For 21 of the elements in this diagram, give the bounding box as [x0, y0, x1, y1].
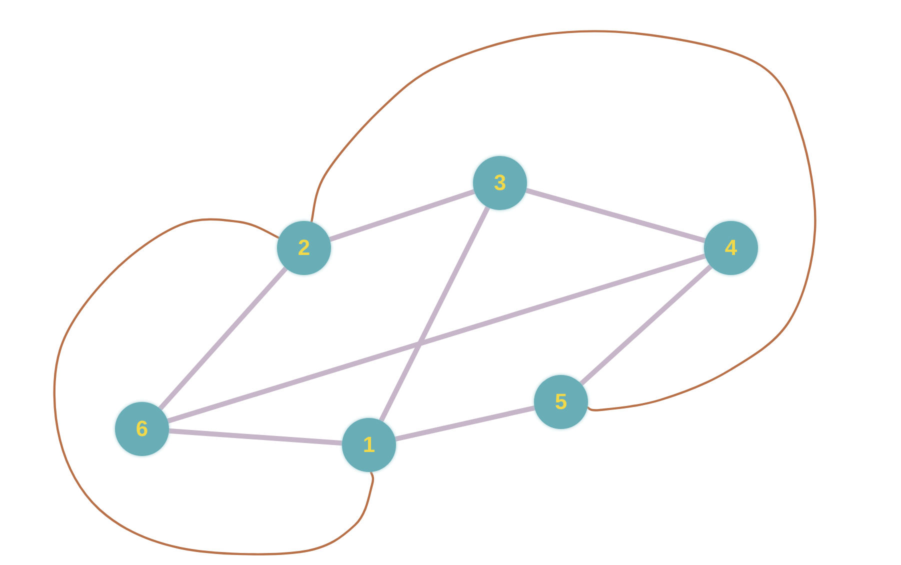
vertex-number: 4	[724, 237, 738, 259]
graph-edge	[327, 189, 477, 242]
graph-vertex	[473, 156, 527, 210]
graph-vertex	[534, 375, 588, 429]
graph-vertex	[277, 221, 331, 275]
vertex-number: 5	[554, 391, 568, 413]
vertex-number: 3	[494, 172, 506, 194]
vertex-number: 1	[362, 434, 376, 456]
graph-edge	[524, 188, 708, 244]
graph-vertex	[342, 418, 396, 472]
graph-vertex	[115, 402, 169, 456]
graph-edge	[578, 264, 714, 386]
hand-drawn-curve	[310, 30, 816, 412]
graph-edge	[165, 253, 708, 424]
graph-edge	[378, 204, 490, 424]
vertex-number: 2	[298, 237, 310, 259]
vertex-number: 6	[136, 418, 148, 440]
graph-edge	[392, 405, 538, 442]
graph-vertex	[704, 221, 758, 275]
hand-drawn-curve	[53, 218, 374, 556]
graph-edge	[158, 266, 288, 412]
